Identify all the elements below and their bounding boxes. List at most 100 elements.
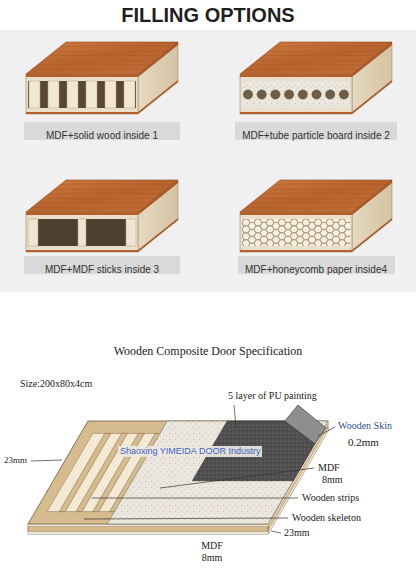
wood-grain [37, 64, 149, 66]
leader-line [271, 531, 281, 533]
wood-grain [60, 183, 172, 185]
mdf-stick [28, 219, 38, 246]
tube-hole [298, 90, 307, 99]
solid-wood-strip [48, 81, 59, 108]
wood-grain [251, 202, 363, 204]
front-face [26, 74, 138, 114]
front-face [240, 74, 352, 114]
part-name: Wooden strips [302, 492, 359, 504]
door-front-face [28, 524, 268, 534]
option-label-bar: MDF+honeycomb paper inside4 [238, 256, 395, 274]
dimension: 8mm [322, 474, 343, 486]
door-illustration [28, 405, 328, 534]
wood-grain [37, 202, 149, 204]
wood-grain [257, 60, 369, 62]
front-veneer [240, 74, 352, 77]
mdf-stick [78, 219, 86, 246]
honeycomb-cell [344, 243, 350, 246]
watermark: Shaoxing YIMEIDA DOOR Industry [118, 446, 262, 457]
veneer-top [26, 180, 178, 212]
wood-grain [55, 189, 167, 191]
front-veneer [240, 112, 352, 114]
leader-line [84, 518, 288, 519]
dimension: 8mm [202, 552, 223, 564]
option-label-bar: MDF+tube particle board inside 2 [235, 122, 397, 140]
wood-grain [269, 51, 381, 53]
side-veneer [352, 80, 392, 114]
title: FILLING OPTIONS [0, 3, 416, 27]
front-veneer [240, 212, 352, 215]
wood-grain [246, 69, 358, 71]
solid-wood-strip [124, 81, 135, 108]
option-label-bar: MDF+solid wood inside 1 [24, 122, 180, 140]
wood-grain [32, 69, 144, 71]
front-veneer [26, 250, 138, 252]
part-name: Wooden Skin [338, 420, 392, 432]
wood-grain [257, 198, 369, 200]
tube-hole [243, 90, 252, 99]
door-core-illustration [236, 180, 392, 254]
honeycomb-cell [344, 236, 350, 243]
leader-line [160, 468, 314, 488]
options-ground [0, 30, 416, 292]
door-core-illustration [240, 42, 392, 114]
mdf-stick [126, 219, 136, 246]
wood-grain [60, 45, 172, 47]
solid-wood-strip [29, 81, 40, 108]
mdf-sheet [107, 421, 328, 524]
veneer-top [240, 42, 392, 74]
wood-grain [32, 207, 144, 209]
layer-line [28, 526, 268, 527]
option-label: MDF+MDF sticks inside 3 [45, 264, 159, 276]
dimension: 0.2mm [348, 436, 379, 449]
front-face [240, 212, 352, 252]
veneer-top [240, 180, 392, 212]
core-cavity [28, 81, 136, 108]
honeycomb-cell [344, 223, 350, 230]
size-note: Size:200x80x4cm [20, 378, 92, 390]
leader-line [234, 405, 236, 428]
peeled-skin [285, 405, 326, 444]
option-label: MDF+tube particle board inside 2 [242, 130, 390, 142]
leader-lines [31, 405, 335, 533]
tube-hole [312, 90, 321, 99]
wood-grain [43, 60, 155, 62]
option-label-bar: MDF+MDF sticks inside 3 [24, 256, 180, 274]
honeycomb-cell [344, 229, 350, 236]
side-veneer [138, 80, 178, 114]
wood-grain [246, 207, 358, 209]
solid-wood-strip [67, 81, 78, 108]
door-core-illustration [26, 42, 178, 114]
wood-grain [263, 54, 375, 56]
door-core-illustration [26, 180, 178, 252]
wood-grain [49, 54, 161, 56]
wood-grain [43, 198, 155, 200]
tube-hole [257, 90, 266, 99]
tube-hole [326, 90, 335, 99]
part-name: MDF [201, 540, 223, 552]
honeycomb-ground [242, 219, 350, 246]
leader-line [31, 460, 62, 461]
wood-grain [274, 183, 386, 185]
leader-line [318, 427, 335, 436]
honeycomb [242, 219, 350, 246]
wood-grain [55, 51, 167, 53]
wood-grain [269, 189, 381, 191]
honeycomb-cell [344, 219, 350, 223]
spec-title: Wooden Composite Door Specification [114, 344, 303, 358]
solid-wood-strip [86, 81, 97, 108]
side-veneer [138, 218, 178, 252]
tube-hole [339, 90, 348, 99]
wood-grain [263, 192, 375, 194]
option-label: MDF+honeycomb paper inside4 [245, 264, 387, 276]
part-name: MDF [318, 462, 340, 474]
front-veneer [26, 212, 138, 215]
tube-hole [285, 90, 294, 99]
wood-grain [251, 64, 363, 66]
front-face [26, 212, 138, 252]
particle-board [242, 81, 350, 108]
leader-line [92, 498, 298, 499]
layer-line [28, 531, 268, 532]
